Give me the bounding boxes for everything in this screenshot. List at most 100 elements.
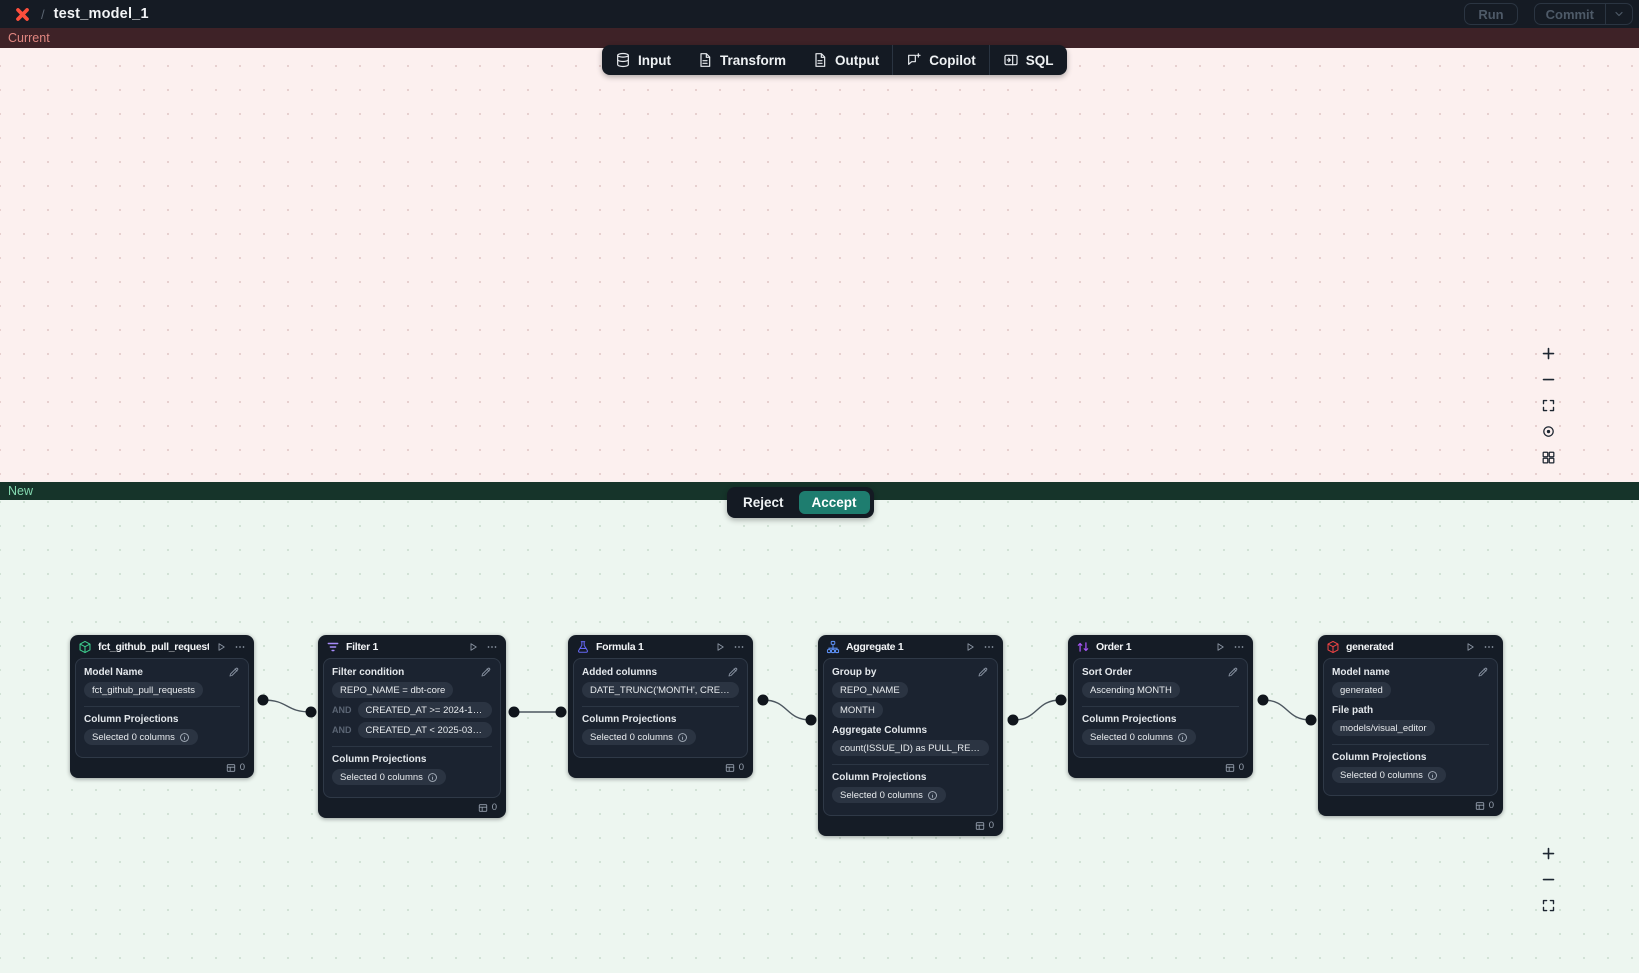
pill-text: count(ISSUE_ID) as PULL_REQUEST_… — [840, 742, 981, 754]
fit-view-button[interactable] — [1540, 397, 1557, 414]
toolbar-item-sql[interactable]: SQL — [990, 45, 1067, 75]
zoom-out-button[interactable] — [1540, 871, 1557, 888]
commit-label[interactable]: Commit — [1535, 4, 1606, 24]
toolbar-item-output[interactable]: Output — [799, 45, 892, 75]
current-label: Current — [8, 31, 50, 45]
value-pill[interactable]: Selected 0 columns — [1082, 729, 1196, 745]
source-handle[interactable] — [757, 694, 769, 706]
source-handle[interactable] — [1007, 714, 1019, 726]
edit-pencil-icon[interactable] — [977, 666, 989, 678]
value-pill[interactable]: DATE_TRUNC('MONTH', CREATED_AT_… — [582, 682, 739, 698]
value-pill[interactable]: count(ISSUE_ID) as PULL_REQUEST_… — [832, 740, 989, 756]
value-pill[interactable]: Ascending MONTH — [1082, 682, 1180, 698]
edit-pencil-icon[interactable] — [1477, 666, 1489, 678]
edit-pencil-icon[interactable] — [727, 666, 739, 678]
run-button[interactable]: Run — [1464, 3, 1518, 25]
node-menu-icon[interactable] — [983, 641, 995, 653]
target-handle[interactable] — [1055, 694, 1067, 706]
node-menu-icon[interactable] — [486, 641, 498, 653]
value-pill[interactable]: MONTH — [832, 702, 883, 718]
value-pill[interactable]: Selected 0 columns — [332, 769, 446, 785]
target-handle[interactable] — [305, 706, 317, 718]
database-icon — [615, 52, 631, 68]
node-menu-icon[interactable] — [733, 641, 745, 653]
locate-button[interactable] — [1540, 423, 1557, 440]
value-pill[interactable]: models/visual_editor — [1332, 720, 1435, 736]
toolbar-item-transform[interactable]: Transform — [684, 45, 799, 75]
node-header: Aggregate 1 — [818, 635, 1003, 658]
section-divider — [1082, 706, 1239, 707]
pill-text: Selected 0 columns — [590, 731, 673, 743]
value-pill[interactable]: Selected 0 columns — [582, 729, 696, 745]
node-menu-icon[interactable] — [1233, 641, 1245, 653]
play-icon[interactable] — [964, 641, 976, 653]
commit-button[interactable]: Commit — [1533, 3, 1633, 25]
dbt-logo-icon[interactable] — [12, 4, 32, 24]
value-pill[interactable]: CREATED_AT < 2025-03-01 — [357, 722, 492, 738]
node-footer: 0 — [1318, 796, 1503, 816]
zoom-in-button[interactable] — [1540, 845, 1557, 862]
zoom-in-button[interactable] — [1540, 345, 1557, 362]
source-handle[interactable] — [1257, 694, 1269, 706]
value-pill[interactable]: REPO_NAME = dbt-core — [332, 682, 454, 698]
info-icon[interactable] — [1427, 770, 1438, 781]
value-pill[interactable]: generated — [1332, 682, 1391, 698]
table-icon — [478, 803, 488, 813]
info-icon[interactable] — [677, 732, 688, 743]
info-icon[interactable] — [179, 732, 190, 743]
target-handle[interactable] — [805, 714, 817, 726]
accept-button[interactable]: Accept — [798, 491, 870, 514]
value-pill[interactable]: Selected 0 columns — [84, 729, 198, 745]
toolbar-item-copilot[interactable]: Copilot — [893, 45, 989, 75]
chevron-down-icon[interactable] — [1606, 4, 1632, 24]
node-footer: 0 — [818, 816, 1003, 836]
current-version-bar: Current — [0, 28, 1639, 48]
info-icon[interactable] — [927, 790, 938, 801]
pill-text: models/visual_editor — [1340, 722, 1427, 734]
info-icon[interactable] — [427, 772, 438, 783]
play-icon[interactable] — [714, 641, 726, 653]
document-icon — [697, 52, 713, 68]
node-toolbar: Input Transform Output Copilot SQL — [602, 45, 1067, 75]
source-handle[interactable] — [508, 706, 520, 718]
value-pill[interactable]: REPO_NAME — [832, 682, 908, 698]
value-pill[interactable]: Selected 0 columns — [832, 787, 946, 803]
fit-view-icon — [1541, 398, 1556, 413]
value-pill[interactable]: Selected 0 columns — [1332, 767, 1446, 783]
value-pill[interactable]: CREATED_AT >= 2024-12-01 — [357, 702, 492, 718]
node-menu-icon[interactable] — [1483, 641, 1495, 653]
node-title: Formula 1 — [596, 641, 644, 653]
target-handle[interactable] — [555, 706, 567, 718]
zoom-out-button[interactable] — [1540, 371, 1557, 388]
current-canvas[interactable] — [0, 48, 1639, 482]
edit-pencil-icon[interactable] — [228, 666, 240, 678]
row-count: 0 — [988, 820, 994, 831]
minimap-button[interactable] — [1540, 449, 1557, 466]
play-icon[interactable] — [215, 641, 227, 653]
section-label: Model name — [1332, 666, 1390, 678]
play-icon[interactable] — [1464, 641, 1476, 653]
reject-button[interactable]: Reject — [743, 495, 784, 510]
play-icon[interactable] — [467, 641, 479, 653]
node-footer: 0 — [1068, 758, 1253, 778]
toolbar-item-input[interactable]: Input — [602, 45, 684, 75]
source-handle[interactable] — [257, 694, 269, 706]
info-icon[interactable] — [1177, 732, 1188, 743]
edit-pencil-icon[interactable] — [480, 666, 492, 678]
play-icon[interactable] — [1214, 641, 1226, 653]
node-title: fct_github_pull_requests — [98, 641, 209, 653]
fit-view-button[interactable] — [1540, 897, 1557, 914]
current-flow-controls — [1540, 345, 1557, 466]
target-handle[interactable] — [1305, 714, 1317, 726]
edit-pencil-icon[interactable] — [1227, 666, 1239, 678]
node-menu-icon[interactable] — [234, 641, 246, 653]
value-pill[interactable]: fct_github_pull_requests — [84, 682, 203, 698]
